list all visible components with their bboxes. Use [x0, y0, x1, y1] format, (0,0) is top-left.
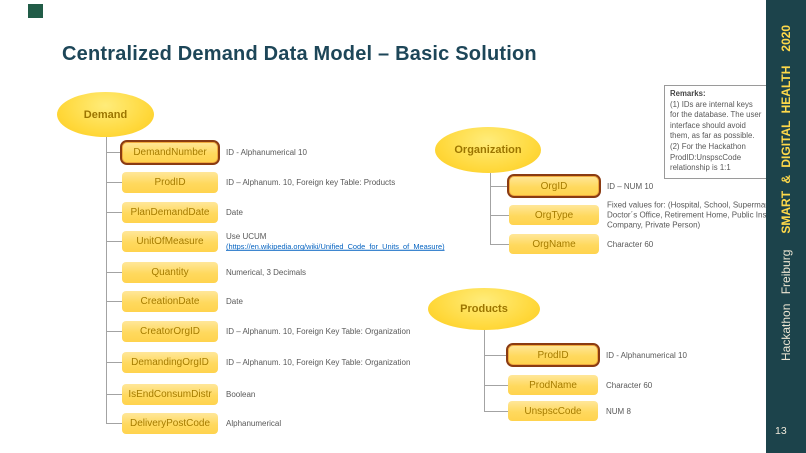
ucum-hyperlink[interactable]: (https://en.wikipedia.org/wiki/Unified_C…	[226, 242, 445, 251]
field-annotation: Date	[226, 296, 243, 306]
field-box-products-prodid: ProdID	[506, 343, 600, 367]
connector-branch	[106, 272, 122, 273]
field-box-creationdate: CreationDate	[122, 291, 218, 312]
connector-branch	[106, 152, 122, 153]
field-annotation: NUM 8	[606, 406, 631, 416]
field-annotation: Date	[226, 207, 243, 217]
field-annotation: Character 60	[607, 239, 654, 249]
field-label: OrgName	[532, 238, 576, 250]
field-box-demandnumber: DemandNumber	[120, 140, 220, 165]
entity-organization: Organization	[435, 127, 541, 173]
field-label: DemandingOrgID	[131, 357, 209, 368]
field-annotation: ID - Alphanumerical 10	[226, 147, 307, 157]
field-annotation: Alphanumerical	[226, 418, 282, 428]
field-label: OrgType	[534, 209, 574, 221]
field-box-prodid: ProdID	[122, 172, 218, 193]
field-box-orgname: OrgName	[509, 234, 599, 254]
field-label: CreatorOrgID	[139, 326, 200, 337]
field-annotation: ID – Alphanum. 10, Foreign Key Table: Or…	[226, 357, 411, 367]
sidebar-vertical-text: Hackathon Freiburg SMART & DIGITAL HEALT…	[766, 0, 806, 453]
field-box-isendconsumdistr: IsEndConsumDistr	[122, 384, 218, 405]
field-box-creatororgid: CreatorOrgID	[122, 321, 218, 342]
field-label: Quantity	[151, 267, 189, 278]
field-box-orgid: OrgID	[507, 174, 601, 198]
remarks-box: Remarks: (1) IDs are internal keys for t…	[664, 85, 768, 179]
sidebar-year-label: 2020	[779, 24, 793, 52]
field-label: DeliveryPostCode	[129, 418, 211, 429]
field-label: ProdID	[537, 349, 569, 361]
connector-branch	[490, 186, 509, 187]
field-label: CreationDate	[140, 296, 200, 307]
connector-branch	[106, 362, 122, 363]
entity-products: Products	[428, 288, 540, 330]
connector-branch	[106, 301, 122, 302]
field-label: ProdID	[154, 177, 186, 188]
sidebar-program-label: SMART & DIGITAL HEALTH	[779, 65, 793, 234]
field-box-unitofmeasure: UnitOfMeasure	[122, 231, 218, 252]
field-annotation: Fixed values for: (Hospital, School, Sup…	[607, 200, 804, 231]
field-box-unspsccode: UnspscCode	[508, 401, 598, 421]
page-title: Centralized Demand Data Model – Basic So…	[62, 43, 537, 65]
connector-branch	[106, 212, 122, 213]
connector-branch	[106, 331, 122, 332]
field-box-deliverypostcode: DeliveryPostCode	[122, 413, 218, 434]
connector-branch	[490, 215, 509, 216]
field-box-quantity: Quantity	[122, 262, 218, 283]
field-annotation: ID - Alphanumerical 10	[606, 350, 687, 360]
field-label: OrgID	[540, 180, 568, 192]
connector-branch	[106, 182, 122, 183]
connector-trunk-organization	[490, 173, 491, 244]
sidebar: Hackathon Freiburg SMART & DIGITAL HEALT…	[766, 0, 806, 453]
field-box-demandingorgid: DemandingOrgID	[122, 352, 218, 373]
field-label: UnspscCode	[524, 405, 582, 417]
entity-products-label: Products	[460, 303, 508, 315]
field-label: DemandNumber	[133, 147, 207, 158]
field-annotation: Numerical, 3 Decimals	[226, 267, 307, 277]
connector-branch	[106, 241, 122, 242]
connector-branch	[106, 423, 122, 424]
entity-demand-label: Demand	[83, 108, 128, 121]
connector-trunk-products	[484, 330, 485, 411]
connector-branch	[106, 394, 122, 395]
annotation-text: Use UCUM	[226, 231, 267, 241]
connector-branch	[484, 355, 508, 356]
field-annotation: Character 60	[606, 380, 653, 390]
field-label: ProdName	[529, 379, 577, 391]
connector-branch	[484, 385, 508, 386]
remarks-body: (1) IDs are internal keys for the databa…	[670, 99, 762, 173]
connector-trunk-demand	[106, 137, 107, 423]
slide-page-number: 13	[775, 425, 787, 437]
field-box-plandemanddate: PlanDemandDate	[122, 202, 218, 223]
field-annotation: Boolean	[226, 389, 256, 399]
field-annotation: ID – Alphanum. 10, Foreign key Table: Pr…	[226, 177, 396, 187]
field-label: IsEndConsumDistr	[128, 389, 212, 400]
field-box-orgtype: OrgType	[509, 205, 599, 225]
remarks-title: Remarks:	[670, 89, 706, 98]
entity-organization-label: Organization	[454, 144, 522, 156]
field-annotation: ID – NUM 10	[607, 181, 654, 191]
field-label: UnitOfMeasure	[136, 236, 204, 247]
field-box-prodname: ProdName	[508, 375, 598, 395]
logo-square	[28, 4, 43, 18]
field-label: PlanDemandDate	[130, 207, 210, 218]
connector-branch	[484, 411, 508, 412]
connector-branch	[490, 244, 509, 245]
field-annotation: Use UCUM (https://en.wikipedia.org/wiki/…	[226, 232, 476, 252]
entity-demand: Demand	[57, 92, 154, 137]
sidebar-event-label: Hackathon Freiburg	[779, 249, 793, 361]
field-annotation: ID – Alphanum. 10, Foreign Key Table: Or…	[226, 326, 411, 336]
